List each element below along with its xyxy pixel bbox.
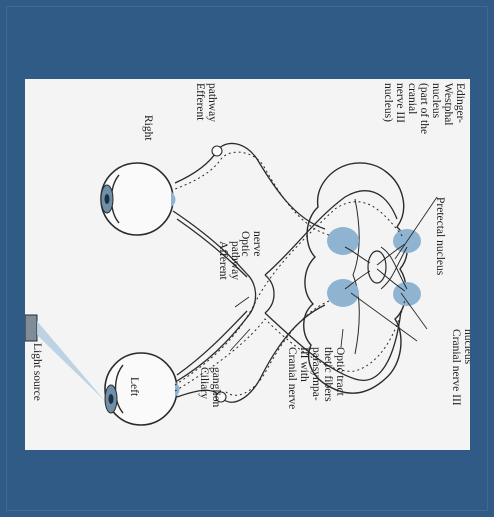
svg-text:nucleus: nucleus (430, 83, 442, 119)
svg-text:thetic fibers: thetic fibers (322, 347, 334, 402)
ciliary-ganglion-right (212, 146, 222, 156)
svg-text:nucleus): nucleus) (382, 83, 394, 122)
cn3-nucleus-right (327, 227, 359, 255)
svg-text:(part of the: (part of the (418, 83, 430, 134)
svg-text:pathway: pathway (206, 83, 218, 122)
label-efferent-pathway: Efferent pathway (194, 83, 218, 122)
label-ciliary-ganglion: Ciliary ganglion (198, 367, 222, 407)
svg-text:pathway: pathway (229, 241, 241, 280)
label-cn3-nucleus: Cranial nerve III nucleus (450, 329, 470, 406)
svg-text:nucleus: nucleus (462, 329, 470, 365)
svg-text:Edinger-: Edinger- (454, 83, 466, 123)
svg-text:Ciliary: Ciliary (198, 367, 210, 399)
label-optic-tract: Optic tract (334, 347, 346, 397)
label-pretectal-nucleus: Pretectal nucleus (434, 197, 446, 276)
svg-text:nerve: nerve (251, 231, 263, 257)
svg-text:Cranial nerve III: Cranial nerve III (450, 329, 462, 406)
svg-text:ganglion: ganglion (210, 367, 222, 407)
svg-text:cranial: cranial (406, 83, 418, 114)
svg-text:Efferent: Efferent (194, 83, 206, 121)
label-optic-nerve: Optic nerve (239, 231, 263, 257)
label-edinger-westphal: Edinger- Westphal nucleus (part of the c… (382, 83, 466, 134)
svg-text:Cranial nerve: Cranial nerve (286, 347, 298, 409)
edinger-westphal-nucleus (368, 251, 386, 283)
svg-text:parasympa-: parasympa- (310, 347, 322, 401)
pupillary-reflex-figure: Edinger- Westphal nucleus (part of the c… (25, 79, 470, 450)
svg-text:III with: III with (298, 347, 310, 382)
label-light-source: Light source (31, 343, 43, 401)
leader-lines (230, 197, 437, 351)
brainstem-midline (353, 199, 359, 354)
svg-text:nerve III: nerve III (394, 83, 406, 123)
label-left: Left (128, 377, 140, 397)
label-right: Right (142, 115, 154, 141)
cn3-nucleus-left (327, 279, 359, 307)
pupillary-light-reflex-diagram: Edinger- Westphal nucleus (part of the c… (25, 79, 470, 450)
svg-text:Westphal: Westphal (442, 83, 454, 126)
label-afferent-pathway: Afferent pathway (217, 241, 241, 281)
left-eye (105, 353, 180, 425)
right-eye (101, 163, 176, 235)
svg-text:Afferent: Afferent (217, 241, 229, 281)
label-cn3-fibers: Cranial nerve III with parasympa- thetic… (286, 347, 334, 409)
